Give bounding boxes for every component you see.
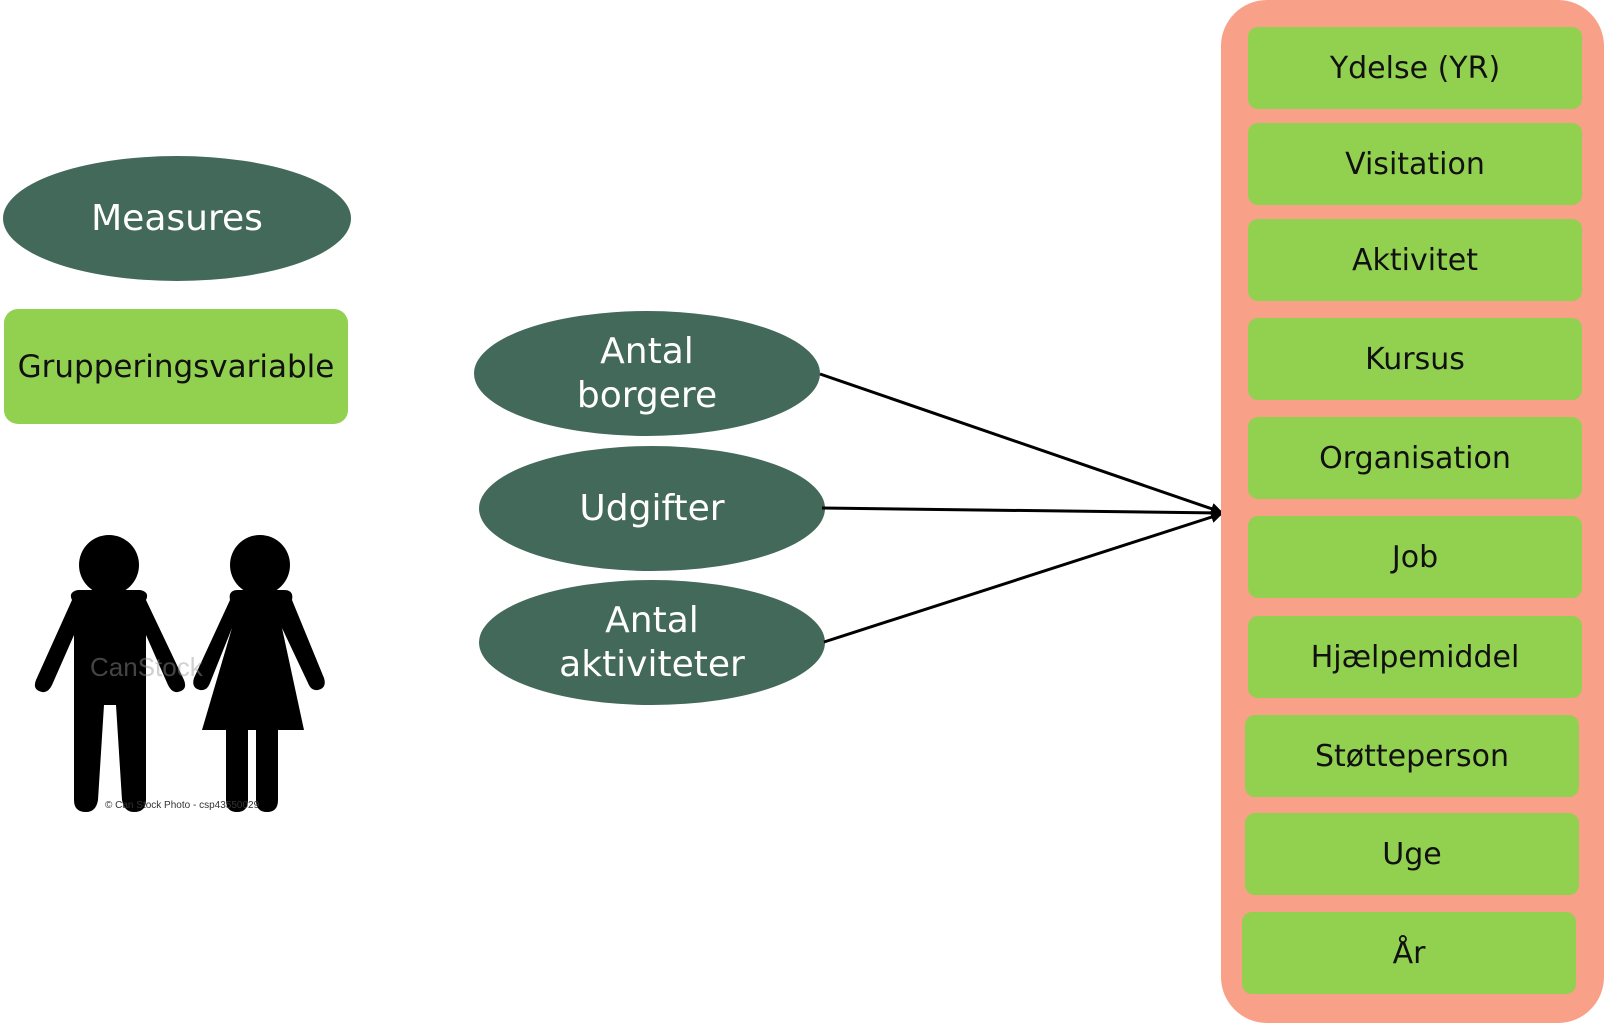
woman-head <box>230 535 290 595</box>
measure-label-line1: Antal <box>605 599 699 641</box>
grouping-label: Kursus <box>1365 341 1465 377</box>
arrow-antal-borgere <box>819 372 1223 515</box>
legend-measures-label: Measures <box>91 197 263 239</box>
grouping-box-job: Job <box>1248 516 1582 598</box>
grouping-box-hjaelpemiddel: Hjælpemiddel <box>1248 616 1582 698</box>
measure-label-line1: Udgifter <box>579 487 725 529</box>
grouping-box-stoetteperson: Støtteperson <box>1245 715 1579 797</box>
grouping-label: Visitation <box>1345 146 1485 182</box>
man-head <box>79 535 139 595</box>
grouping-label: Job <box>1391 539 1439 575</box>
woman-body <box>193 590 325 812</box>
grouping-box-organisation: Organisation <box>1248 417 1582 499</box>
grouping-label: Hjælpemiddel <box>1310 639 1520 675</box>
grouping-label: Organisation <box>1319 440 1511 476</box>
legend-grouping-box: Grupperingsvariable <box>4 309 348 424</box>
legend-measures-ellipse: Measures <box>3 156 351 281</box>
grouping-label: Uge <box>1382 836 1442 872</box>
measure-antal-aktiviteter: Antal aktiviteter <box>479 580 825 705</box>
grouping-box-visitation: Visitation <box>1248 123 1582 205</box>
grouping-box-uge: Uge <box>1245 813 1579 895</box>
arrow-antal-aktiviteter <box>823 511 1223 644</box>
stock-credit: © Can Stock Photo - csp43550029 <box>105 800 260 811</box>
grouping-box-aktivitet: Aktivitet <box>1248 219 1582 301</box>
arrow-udgifter <box>821 506 1223 519</box>
measure-label-line1: Antal <box>600 330 694 372</box>
people-icon <box>34 535 325 812</box>
grouping-box-ydelse: Ydelse (YR) <box>1248 27 1582 109</box>
measure-antal-borgere: Antal borgere <box>474 311 820 436</box>
grouping-label: Ydelse (YR) <box>1329 50 1501 86</box>
legend-grouping-label: Grupperingsvariable <box>17 348 335 385</box>
man-body <box>34 590 186 812</box>
grouping-label: Aktivitet <box>1351 242 1479 278</box>
grouping-label: År <box>1392 935 1426 971</box>
measure-label-line2: aktiviteter <box>559 643 745 685</box>
measure-udgifter: Udgifter <box>479 446 825 571</box>
grouping-box-aar: År <box>1242 912 1576 994</box>
stock-watermark: CanStock <box>90 652 203 682</box>
grouping-box-kursus: Kursus <box>1248 318 1582 400</box>
measure-label-line2: borgere <box>576 374 718 416</box>
grouping-label: Støtteperson <box>1315 738 1509 774</box>
